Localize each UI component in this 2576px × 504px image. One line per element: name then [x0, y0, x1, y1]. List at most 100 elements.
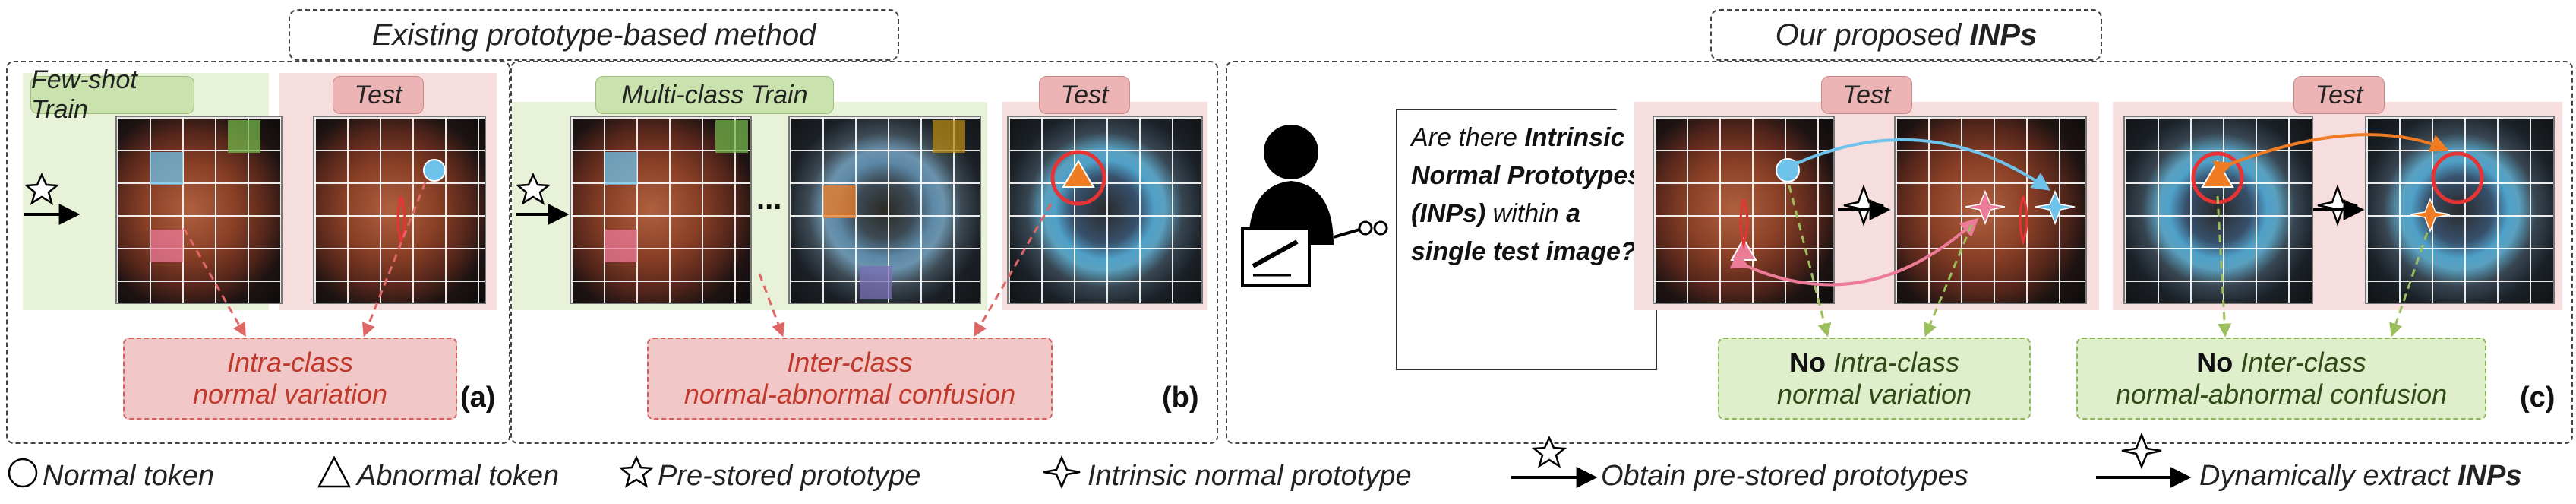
abnormal-token-triangle: [1062, 160, 1095, 188]
ellipsis-text: ...: [756, 182, 782, 216]
legend-dynamic-prefix: Dynamically extract: [2199, 460, 2458, 492]
question-text: Are there Intrinsic Normal Prototypes (I…: [1411, 119, 1646, 271]
panel-c-test-tag-1-text: Test: [1842, 80, 1891, 109]
prototype-cell-orange: [823, 185, 856, 218]
question-part-4: a single test image: [1411, 199, 1621, 266]
curved-arrow-pink: [1729, 217, 1979, 287]
no-inter-class-confusion-note: No Inter-class normal-abnormal confusion: [2076, 338, 2486, 420]
normal-token-circle: [423, 159, 446, 182]
intrinsic-prototype-star-orange: [2410, 198, 2451, 233]
panel-a-test-tag: Test: [333, 76, 424, 114]
hazelnut-multi-train-image: [570, 116, 752, 304]
panel-c-test-tag-2-text: Test: [2315, 80, 2363, 109]
legend-normal-token: Normal token: [43, 460, 214, 492]
defect-contour: [396, 195, 406, 246]
existing-method-title: Existing prototype-based method: [289, 9, 899, 61]
token-grid: [1009, 117, 1201, 303]
dashed-arrow-green: [2389, 232, 2429, 338]
panel-c-test-tag-1: Test: [1821, 76, 1912, 114]
multi-class-train-image: [788, 116, 981, 304]
legend-pre-stored-star-icon: [618, 455, 655, 488]
abnormal-token-triangle: [2201, 160, 2234, 188]
intrinsic-prototype-star-pink: [1965, 190, 2006, 226]
question-part-2: Intrinsic Normal Prototypes (INPs): [1411, 123, 1643, 228]
no-intra-class-variation-note: No Intra-class normal variation: [1718, 338, 2031, 420]
curved-arrow-blue: [1781, 138, 2050, 191]
inter-note-line2: normal-abnormal confusion: [683, 379, 1016, 410]
question-part-5: ?: [1620, 237, 1637, 266]
intrinsic-prototype-star-icon: [1843, 184, 1884, 227]
panel-c: [1226, 61, 2573, 444]
intra-note-line2: normal variation: [192, 379, 388, 410]
dashed-arrow-green: [1924, 224, 1973, 338]
intra-class-variation-note: Intra-class normal variation: [123, 338, 457, 420]
multi-class-test-image: [1007, 116, 1203, 304]
prototype-cell-blue: [605, 152, 637, 185]
prototype-cell-green: [228, 120, 260, 153]
red-anomaly-circle: [2431, 151, 2484, 204]
panel-c-test-tag-2: Test: [2293, 76, 2385, 114]
dashed-arrow-green: [1788, 185, 1832, 338]
inter-class-confusion-note: Inter-class normal-abnormal confusion: [647, 338, 1053, 420]
legend-obtain-star-icon: [1531, 436, 1567, 468]
hazelnut-test-image-c1: [1653, 116, 1835, 304]
curved-arrow-orange: [2212, 133, 2449, 179]
no-intra-line1-text: Intra-class: [1825, 347, 1960, 378]
proposed-title-bold: INPs: [1969, 17, 2038, 52]
prototype-cell-gold: [933, 120, 965, 153]
panel-a: [6, 61, 510, 444]
intrinsic-prototype-star-blue: [2035, 190, 2076, 226]
legend-abnormal-token-icon: [317, 455, 352, 488]
token-grid: [1654, 117, 1833, 303]
legend-normal-token-icon: [8, 458, 38, 488]
legend-obtain-pre-stored: Obtain pre-stored prototypes: [1601, 460, 1968, 492]
legend-pre-stored-prototype: Pre-stored prototype: [658, 460, 921, 492]
pre-stored-star-icon: [24, 173, 60, 205]
prototype-cell-pink: [605, 230, 637, 262]
prototype-cell-purple: [860, 266, 892, 299]
proposed-method-title: Our proposed INPs: [1710, 9, 2102, 61]
panel-b-test-tag-text: Test: [1060, 80, 1109, 109]
panel-c-label: (c): [2520, 382, 2555, 414]
few-shot-train-tag: Few-shot Train: [30, 65, 194, 124]
prototype-cell-pink: [150, 230, 183, 262]
existing-method-title-text: Existing prototype-based method: [371, 17, 816, 52]
question-part-1: Are there: [1411, 123, 1525, 152]
panel-a-label: (a): [460, 382, 496, 414]
dashed-arrow-green: [2216, 195, 2232, 338]
dashed-arrow-red: [758, 273, 785, 338]
proposed-title-prefix: Our proposed: [1775, 17, 1970, 52]
question-bubble: [1396, 109, 1657, 370]
no-word: No: [2196, 347, 2233, 378]
hazelnut-train-image: [115, 116, 283, 304]
no-inter-line1: No Inter-class: [2196, 347, 2366, 379]
legend-intrinsic-star-icon: [1043, 455, 1081, 490]
legend-abnormal-token: Abnormal token: [357, 460, 560, 492]
no-intra-line2: normal variation: [1776, 379, 1972, 410]
intrinsic-prototype-star-icon: [2317, 184, 2358, 227]
red-anomaly-circle: [1050, 150, 1106, 206]
panel-b-test-tag: Test: [1039, 76, 1130, 114]
prototype-cell-blue: [150, 152, 183, 185]
dashed-arrow-red: [182, 227, 246, 338]
inter-note-line1: Inter-class: [787, 347, 913, 378]
hazelnut-test-image: [313, 116, 486, 304]
panel-a-test-tag-text: Test: [354, 80, 402, 109]
intra-note-line1: Intra-class: [226, 347, 354, 378]
no-intra-line1: No Intra-class: [1789, 347, 1959, 379]
legend-extract-star-icon: [2121, 432, 2162, 470]
prototype-cell-green: [715, 120, 748, 153]
legend-dynamic-bold: INPs: [2457, 460, 2522, 492]
dashed-arrow-red: [974, 203, 1053, 338]
multi-class-train-tag-text: Multi-class Train: [621, 80, 808, 109]
pre-stored-star-icon: [515, 173, 551, 205]
defect-contour: [2019, 195, 2028, 246]
multi-class-train-tag: Multi-class Train: [595, 76, 834, 114]
question-part-3: within: [1485, 199, 1567, 228]
legend-dynamic-extract: Dynamically extract INPs: [2199, 460, 2521, 493]
few-shot-train-tag-text: Few-shot Train: [31, 65, 137, 124]
legend-intrinsic-normal-prototype: Intrinsic normal prototype: [1088, 460, 1412, 492]
no-inter-line2: normal-abnormal confusion: [2115, 379, 2448, 410]
normal-token-circle: [1776, 158, 1800, 182]
